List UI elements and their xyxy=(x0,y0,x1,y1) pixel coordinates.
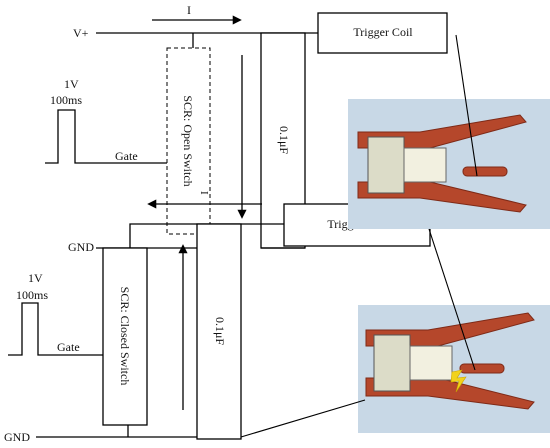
scr-open-label: SCR: Open Switch xyxy=(181,95,195,186)
bottom-circuit: GND SCR: Closed Switch 0.1μF GND Trigger… xyxy=(4,203,431,444)
top-trigger-coil-box xyxy=(317,12,448,54)
current-label: I xyxy=(187,3,191,17)
top-coil-rod xyxy=(462,166,508,177)
top-pulse-duration: 100ms xyxy=(50,93,82,107)
scr-closed-switch xyxy=(102,247,148,426)
bottom-gate-label: Gate xyxy=(57,340,80,354)
bottom-capacitor xyxy=(196,223,242,440)
bottom-gnd-label: GND xyxy=(4,430,30,444)
top-coil-leader xyxy=(455,34,478,177)
bottom-coil-leader-1 xyxy=(428,228,476,371)
bottom-pulse-amplitude: 1V xyxy=(28,271,43,285)
bottom-coil-core xyxy=(409,345,453,381)
scr-open-switch xyxy=(166,47,211,235)
bottom-coil-leader-2 xyxy=(240,399,366,438)
top-coil-image xyxy=(348,99,550,229)
top-coil-body xyxy=(367,136,405,194)
top-gnd-label: GND xyxy=(68,240,94,254)
bottom-coil-rod xyxy=(459,363,505,374)
top-coil-core xyxy=(403,147,447,183)
return-current-label: I xyxy=(198,191,210,195)
bottom-coil-image xyxy=(358,305,550,433)
top-gate-label: Gate xyxy=(115,149,138,163)
top-pulse-amplitude: 1V xyxy=(64,77,79,91)
top-capacitor-label: 0.1μF xyxy=(277,126,291,154)
supply-label: V+ xyxy=(73,26,89,40)
top-trigger-coil-label: Trigger Coil xyxy=(353,25,413,39)
bottom-capacitor-label: 0.1μF xyxy=(213,317,227,345)
bottom-gate-pulse xyxy=(8,302,103,356)
top-gate-pulse xyxy=(45,109,90,164)
bottom-coil-body xyxy=(373,334,411,392)
bottom-pulse-duration: 100ms xyxy=(16,288,48,302)
spark-icon xyxy=(450,369,467,393)
scr-closed-label: SCR: Closed Switch xyxy=(118,287,132,386)
